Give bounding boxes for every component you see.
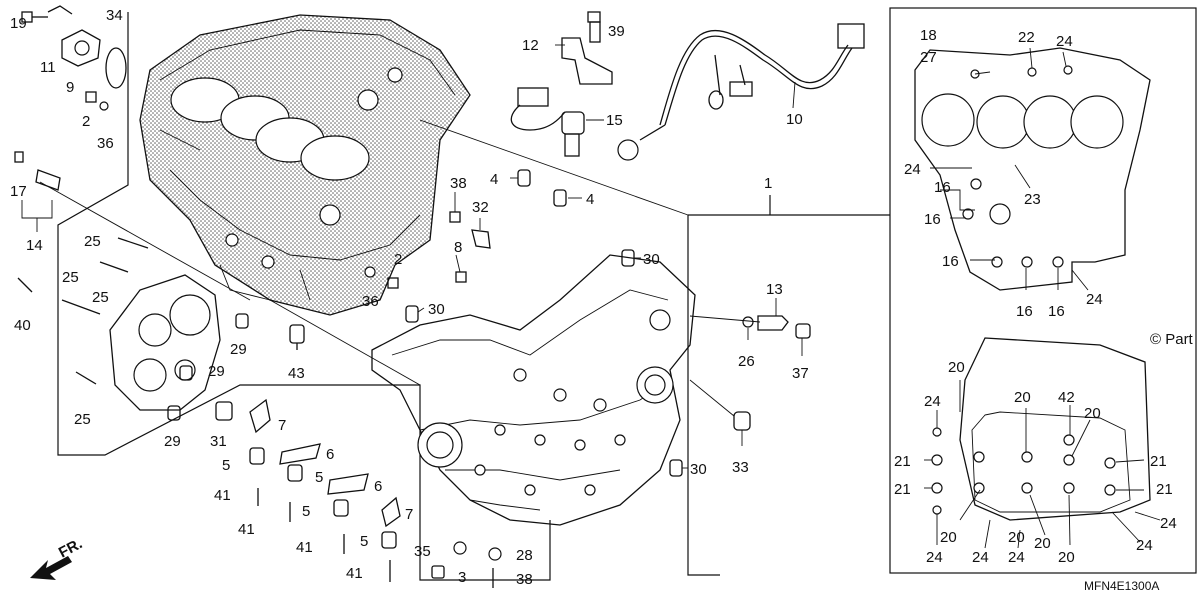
upper-crankcase <box>139 14 471 316</box>
callout: 11 <box>40 59 56 76</box>
callout: 16 <box>1016 303 1033 320</box>
callout: 26 <box>738 353 755 370</box>
callout: 20 <box>1034 535 1051 552</box>
callout: 24 <box>924 393 941 410</box>
callout: 13 <box>766 281 783 298</box>
callout: 27 <box>920 49 937 66</box>
callout: 21 <box>894 481 911 498</box>
callout: 24 <box>1008 549 1025 566</box>
callout: 31 <box>210 433 227 450</box>
callout: 29 <box>208 363 225 380</box>
callout: 2 <box>394 251 402 268</box>
callout: 5 <box>222 457 230 474</box>
callout: 16 <box>942 253 959 270</box>
callout: 7 <box>405 506 413 523</box>
callout: 41 <box>238 521 255 538</box>
callout: 8 <box>454 239 462 256</box>
callout: 20 <box>1008 529 1025 546</box>
callout: 1 <box>764 175 772 192</box>
callout: 41 <box>346 565 363 582</box>
callout: 5 <box>360 533 368 550</box>
callout: 25 <box>74 411 91 428</box>
callout: 24 <box>1086 291 1103 308</box>
callout: 20 <box>1084 405 1101 422</box>
callout: 39 <box>608 23 625 40</box>
callout: 24 <box>972 549 989 566</box>
small-parts <box>14 5 811 588</box>
callout: 19 <box>10 15 27 32</box>
callout: 43 <box>288 365 305 382</box>
callout: 29 <box>230 341 247 358</box>
callout: 4 <box>490 171 498 188</box>
callout: 38 <box>516 571 533 588</box>
callout: 15 <box>606 112 623 129</box>
callout: 30 <box>690 461 707 478</box>
side-cover <box>109 274 221 411</box>
callout: 36 <box>362 293 379 310</box>
callout: 20 <box>940 529 957 546</box>
inset-upper-case <box>914 47 1151 291</box>
callout: 21 <box>1156 481 1173 498</box>
callout: 24 <box>926 549 943 566</box>
callout: 40 <box>14 317 31 334</box>
callout-labels: 19 34 11 9 2 36 17 14 25 25 25 25 40 29 … <box>10 7 1177 588</box>
inset-lower-case <box>931 337 1151 521</box>
front-direction-arrow-icon: FR. <box>30 535 85 580</box>
callout: 22 <box>1018 29 1035 46</box>
callout: 5 <box>315 469 323 486</box>
callout: 17 <box>10 183 27 200</box>
callout: 16 <box>934 179 951 196</box>
callout: 6 <box>374 478 382 495</box>
callout: 23 <box>1024 191 1041 208</box>
callout: 34 <box>106 7 123 24</box>
callout: 6 <box>326 446 334 463</box>
callout: 9 <box>66 79 74 96</box>
callout: 25 <box>92 289 109 306</box>
callout: 24 <box>1136 537 1153 554</box>
callout: 2 <box>82 113 90 130</box>
callout: 33 <box>732 459 749 476</box>
callout: 20 <box>1014 389 1031 406</box>
callout: 21 <box>1150 453 1167 470</box>
callout: 35 <box>414 543 431 560</box>
callout: 4 <box>586 191 594 208</box>
callout: 18 <box>920 27 937 44</box>
diagram-code: MFN4E1300A <box>1084 579 1159 593</box>
leader-lines <box>39 44 1161 549</box>
callout: 32 <box>472 199 489 216</box>
direction-label: FR. <box>56 535 85 561</box>
callout: 12 <box>522 37 539 54</box>
callout: 3 <box>458 569 466 586</box>
callout: 21 <box>894 453 911 470</box>
callout: 24 <box>1056 33 1073 50</box>
callout: 42 <box>1058 389 1075 406</box>
callout: 14 <box>26 237 43 254</box>
callout: 24 <box>1160 515 1177 532</box>
sensor-assembly <box>510 21 613 157</box>
watermark-text: © Part <box>1150 331 1194 348</box>
wire-harness <box>617 23 865 161</box>
callout: 37 <box>792 365 809 382</box>
callout: 41 <box>296 539 313 556</box>
callout: 36 <box>97 135 114 152</box>
callout: 20 <box>948 359 965 376</box>
callout: 7 <box>278 417 286 434</box>
callout: 24 <box>904 161 921 178</box>
callout: 16 <box>924 211 941 228</box>
callout: 5 <box>302 503 310 520</box>
callout: 30 <box>428 301 445 318</box>
callout: 28 <box>516 547 533 564</box>
callout: 25 <box>62 269 79 286</box>
callout: 16 <box>1048 303 1065 320</box>
callout: 29 <box>164 433 181 450</box>
callout: 25 <box>84 233 101 250</box>
callout: 41 <box>214 487 231 504</box>
callout: 10 <box>786 111 803 128</box>
callout: 30 <box>643 251 660 268</box>
callout: 20 <box>1058 549 1075 566</box>
callout: 38 <box>450 175 467 192</box>
lower-crankcase <box>371 254 696 526</box>
